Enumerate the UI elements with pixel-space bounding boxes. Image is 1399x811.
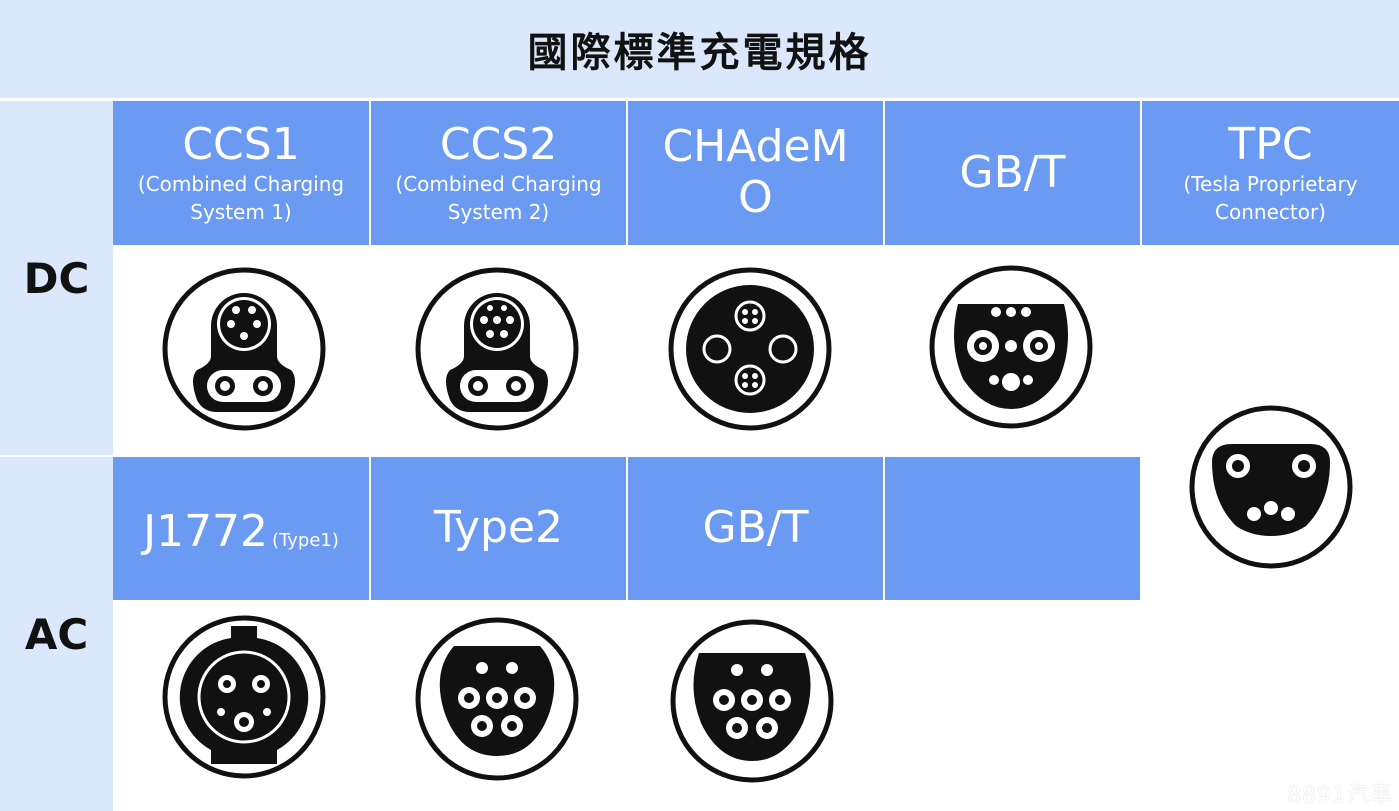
page-title: 國際標準充電規格 <box>0 0 1399 98</box>
header-chademo: CHAdeMO <box>628 101 883 245</box>
tesla-connector-icon <box>1189 405 1353 569</box>
gbt-dc-connector-icon <box>929 265 1093 429</box>
header-name: CCS2 <box>439 118 558 170</box>
header-sub: (Type1) <box>272 530 339 551</box>
header-type2: Type2 <box>371 457 626 600</box>
header-sub: (Tesla Proprietary Connector) <box>1183 172 1358 225</box>
header-name: Type2 <box>433 502 564 554</box>
header-gbt-ac: GB/T <box>628 457 883 600</box>
header-sub: (Combined Charging System 1) <box>137 172 345 225</box>
chademo-connector-icon <box>668 267 832 431</box>
gbt-ac-connector-icon <box>670 619 834 783</box>
watermark: 8891汽車 <box>1287 783 1393 808</box>
j1772-connector-icon <box>162 615 326 779</box>
header-name: J1772 <box>143 506 269 557</box>
type2-connector-icon <box>415 617 579 781</box>
header-sub: (Combined Charging System 2) <box>395 172 602 225</box>
ccs1-connector-icon <box>162 267 326 431</box>
header-name: GB/T <box>959 146 1066 198</box>
header-empty <box>885 457 1140 600</box>
header-name: CCS1 <box>182 118 300 170</box>
header-name: GB/T <box>702 502 809 554</box>
header-name: CHAdeMO <box>662 121 849 223</box>
header-name: TPC <box>1228 118 1313 170</box>
header-gbt-dc: GB/T <box>885 101 1140 245</box>
row-label-dc: DC <box>0 101 113 455</box>
row-label-ac: AC <box>0 457 113 811</box>
header-ccs2: CCS2 (Combined Charging System 2) <box>371 101 626 245</box>
header-ccs1: CCS1 (Combined Charging System 1) <box>113 101 369 245</box>
header-j1772: J1772 (Type1) <box>113 457 369 600</box>
header-tpc: TPC (Tesla Proprietary Connector) <box>1142 101 1399 245</box>
ccs2-connector-icon <box>415 267 579 431</box>
